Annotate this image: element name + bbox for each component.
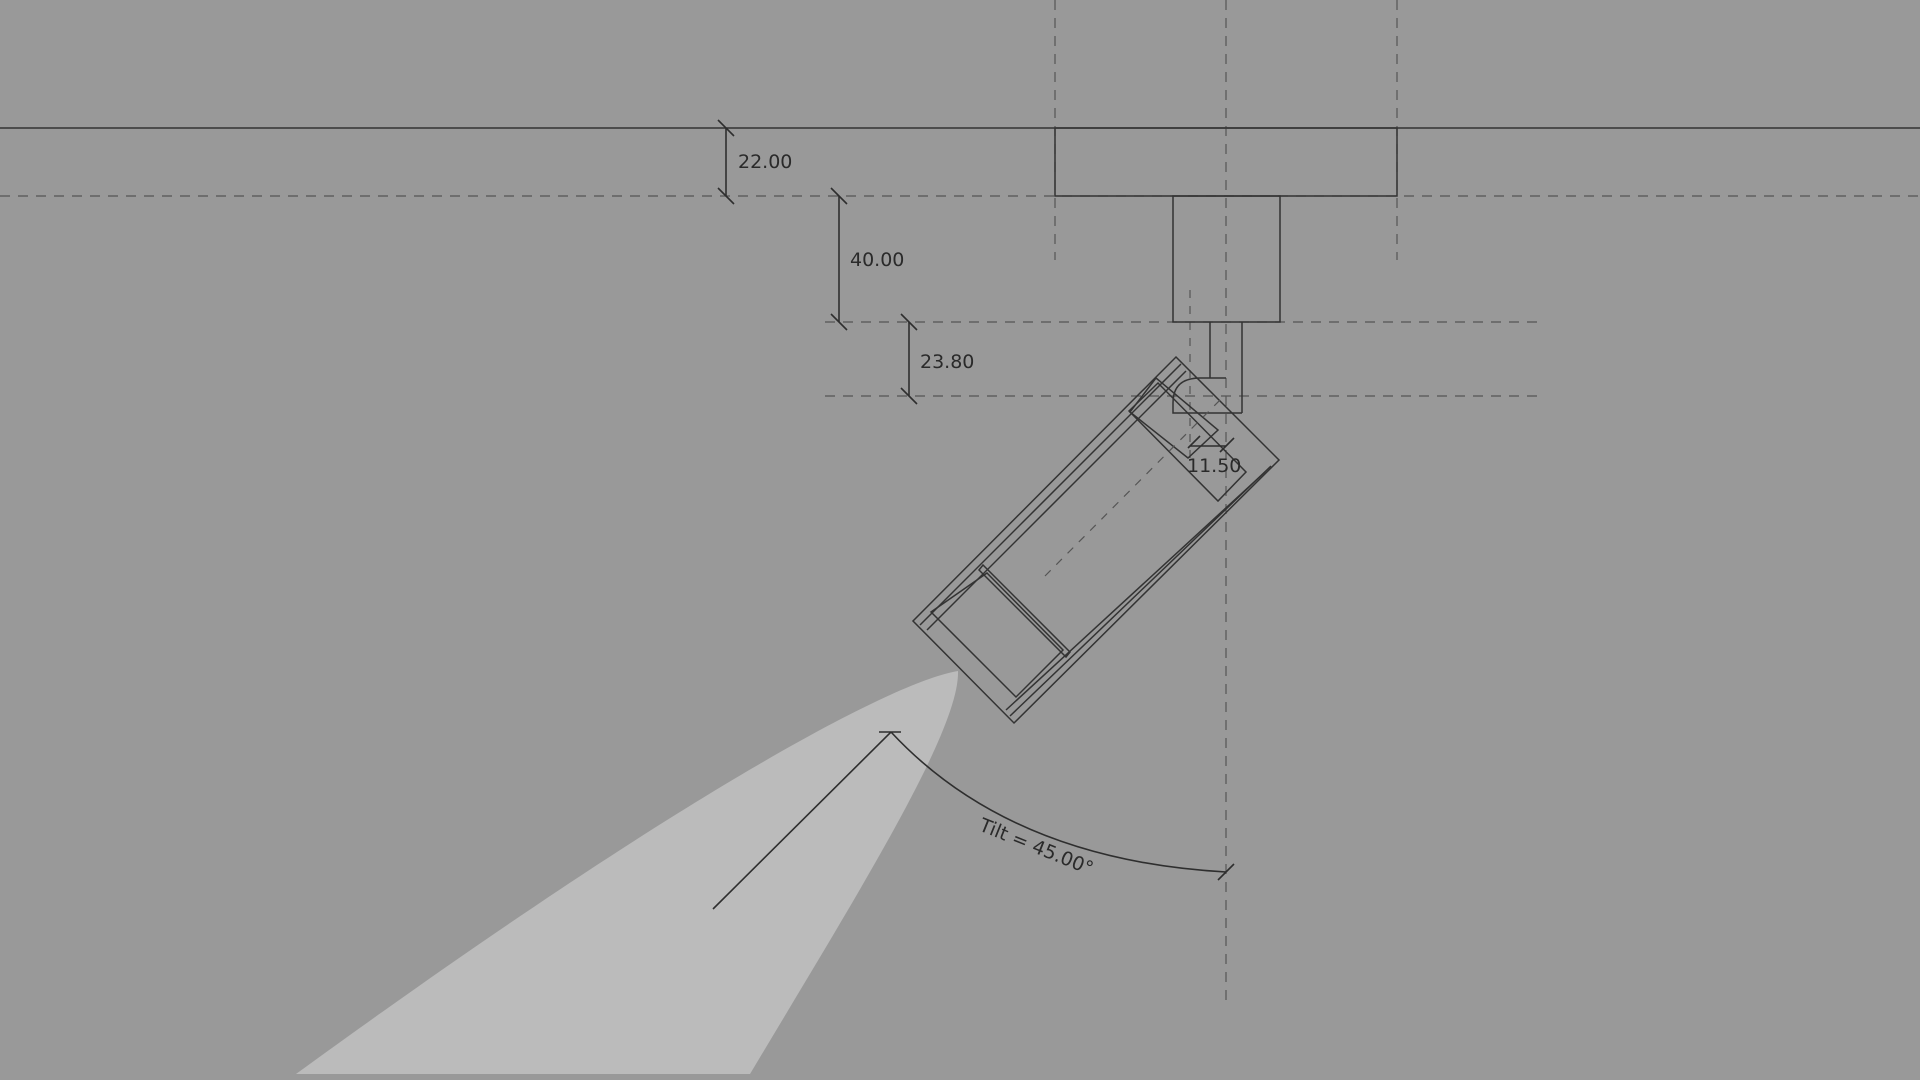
lens-housing — [977, 563, 1072, 659]
pivot-bracket — [1172, 377, 1242, 414]
track-adapter — [1172, 195, 1281, 323]
dimension-label: 11.50 — [1187, 455, 1241, 477]
dimension-track-height: 22.00 — [717, 119, 792, 205]
optical-axis — [1044, 397, 1223, 577]
dimension-adapter-height: 40.00 — [830, 187, 904, 331]
dimension-pivot-offset: 11.50 — [1187, 435, 1241, 477]
stem — [1209, 322, 1243, 413]
luminaire-body — [911, 355, 1281, 725]
dimension-stem-height: 23.80 — [900, 313, 974, 405]
dimension-label: 23.80 — [920, 351, 974, 373]
dimension-label: 40.00 — [850, 249, 904, 271]
rear-cap — [1127, 381, 1248, 503]
dimension-label: 22.00 — [738, 151, 792, 173]
light-beam — [296, 671, 959, 1074]
